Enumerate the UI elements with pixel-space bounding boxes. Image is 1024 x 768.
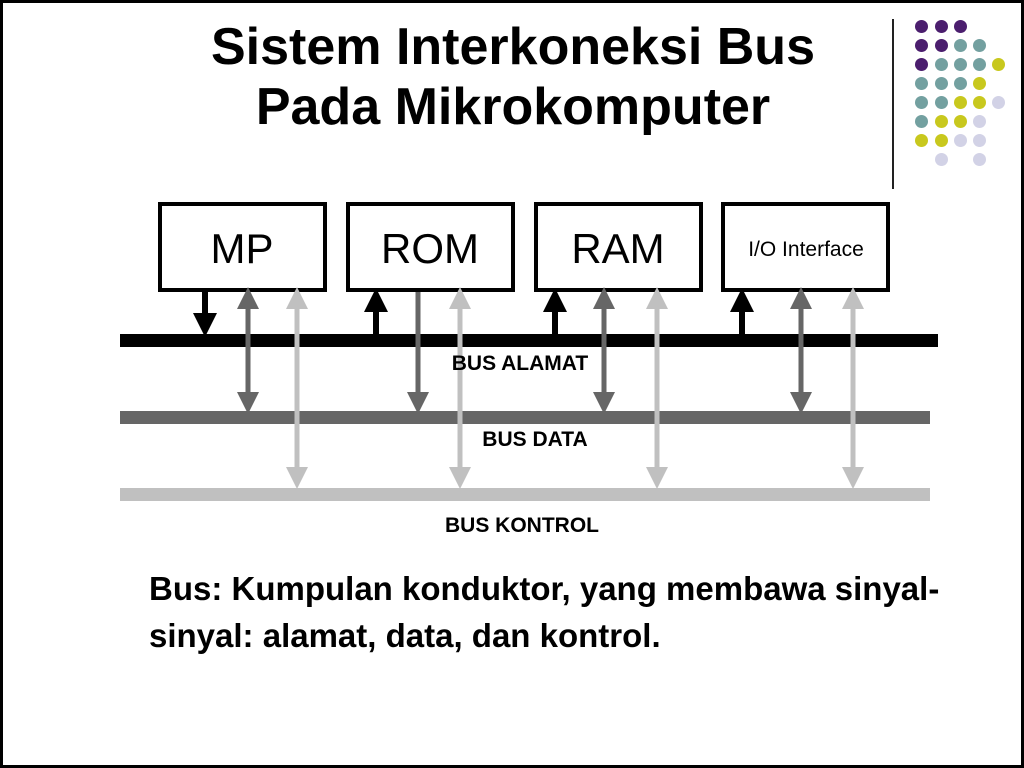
dot-teal — [935, 96, 948, 109]
dot-yellow — [935, 134, 948, 147]
dot-teal — [935, 77, 948, 90]
rom-box — [346, 202, 515, 292]
dot-lavender — [973, 153, 986, 166]
title-line-2: Pada Mikrokomputer — [255, 78, 771, 136]
title-divider — [892, 19, 894, 189]
address-bus-line — [120, 334, 938, 347]
data-bus-label: BUS DATA — [482, 428, 587, 451]
title-line-1: Sistem Interkoneksi Bus — [211, 18, 815, 76]
dot-teal — [915, 115, 928, 128]
dot-lavender — [954, 134, 967, 147]
dot-yellow — [935, 115, 948, 128]
dot-teal — [935, 58, 948, 71]
slide-title: Sistem Interkoneksi Bus Pada Mikrokomput… — [113, 17, 913, 137]
dot-teal — [954, 39, 967, 52]
mp-box — [158, 202, 327, 292]
dot-teal — [915, 77, 928, 90]
dot-purple — [915, 58, 928, 71]
dot-yellow — [992, 58, 1005, 71]
dot-teal — [915, 96, 928, 109]
mp-label: MP — [211, 225, 274, 272]
dot-lavender — [935, 153, 948, 166]
dot-purple — [954, 20, 967, 33]
dot-purple — [915, 20, 928, 33]
control-bus-label: BUS KONTROL — [445, 514, 599, 537]
rom-label: ROM — [381, 225, 479, 272]
io-interface-label: I/O Interface — [748, 238, 864, 261]
dot-teal — [973, 39, 986, 52]
dot-teal — [954, 58, 967, 71]
ram-label: RAM — [571, 225, 664, 272]
dot-purple — [935, 20, 948, 33]
io-interface-box — [721, 202, 890, 292]
bus-diagram: MP ROM RAM I/O Interface BUS ALAMAT BUS … — [120, 202, 938, 537]
bus-definition-text: Bus: Kumpulan konduktor, yang membawa si… — [149, 570, 940, 654]
dot-yellow — [954, 96, 967, 109]
dot-yellow — [954, 115, 967, 128]
dot-teal — [954, 77, 967, 90]
dot-yellow — [973, 96, 986, 109]
dot-yellow — [915, 134, 928, 147]
dot-lavender — [992, 96, 1005, 109]
ram-box — [534, 202, 703, 292]
dot-purple — [915, 39, 928, 52]
dot-purple — [935, 39, 948, 52]
control-bus-line — [120, 488, 930, 501]
dot-yellow — [973, 77, 986, 90]
dot-lavender — [973, 115, 986, 128]
address-bus-label: BUS ALAMAT — [452, 352, 589, 375]
dot-teal — [973, 58, 986, 71]
dot-lavender — [973, 134, 986, 147]
data-bus-line — [120, 411, 930, 424]
